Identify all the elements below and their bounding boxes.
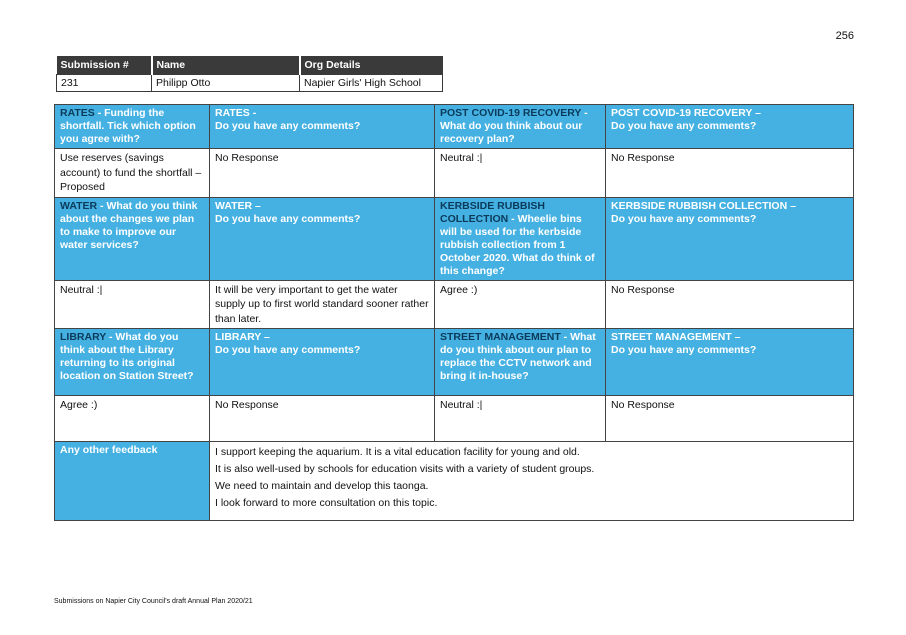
feedback-text: I support keeping the aquarium. It is a … bbox=[209, 441, 854, 521]
question-cell: LIBRARY –Do you have any comments? bbox=[209, 328, 435, 396]
submission-value-row: 231 Philipp Otto Napier Girls' High Scho… bbox=[56, 74, 443, 92]
question-cell: RATES -Do you have any comments? bbox=[209, 104, 435, 149]
answer-cell: It will be very important to get the wat… bbox=[209, 279, 435, 329]
topic-label: POST COVID-19 RECOVERY bbox=[440, 107, 582, 119]
topic-label: RATES bbox=[60, 107, 95, 119]
question-cell: LIBRARY - What do you think about the Li… bbox=[54, 328, 210, 396]
question-cell: POST COVID-19 RECOVERY –Do you have any … bbox=[605, 104, 854, 149]
question-cell: RATES - Funding the shortfall. Tick whic… bbox=[54, 104, 210, 149]
answer-cell: Neutral :| bbox=[54, 279, 210, 329]
topic-label: WATER bbox=[60, 199, 98, 212]
question-text: - Funding the shortfall. Tick which opti… bbox=[60, 107, 196, 145]
submission-header-row: Submission # Name Org Details bbox=[56, 56, 443, 75]
responses-table: RATES - Funding the shortfall. Tick whic… bbox=[54, 104, 854, 521]
question-row: RATES - Funding the shortfall. Tick whic… bbox=[54, 104, 854, 149]
answer-cell: Neutral :| bbox=[434, 395, 606, 442]
topic-label: KERBSIDE RUBBISH COLLECTION bbox=[440, 199, 546, 225]
question-text: - What do you think about our plan to re… bbox=[440, 331, 596, 382]
topic-label: LIBRARY bbox=[60, 331, 107, 343]
submission-table: Submission # Name Org Details 231 Philip… bbox=[56, 56, 443, 92]
question-text: - What do you think about the Library re… bbox=[60, 331, 194, 382]
question-text: Do you have any comments? bbox=[611, 120, 757, 132]
answer-cell: No Response bbox=[209, 148, 435, 198]
topic-title: RATES - bbox=[215, 107, 257, 119]
answer-cell: No Response bbox=[605, 148, 854, 198]
org-details: Napier Girls' High School bbox=[299, 74, 443, 92]
question-text: - What do you think about the changes we… bbox=[60, 199, 198, 251]
answer-cell: Agree :) bbox=[54, 395, 210, 442]
question-text: Do you have any comments? bbox=[611, 212, 757, 225]
feedback-line: We need to maintain and develop this tao… bbox=[215, 480, 429, 492]
answer-row: Use reserves (savings account) to fund t… bbox=[54, 148, 854, 198]
answer-row: Agree :) No Response Neutral :| No Respo… bbox=[54, 395, 854, 442]
answer-cell: Use reserves (savings account) to fund t… bbox=[54, 148, 210, 198]
header-name: Name bbox=[151, 56, 301, 75]
page-number: 256 bbox=[835, 30, 854, 42]
header-org-details: Org Details bbox=[299, 56, 443, 75]
question-text: Do you have any comments? bbox=[215, 344, 361, 356]
topic-title: STREET MANAGEMENT – bbox=[611, 331, 741, 343]
header-submission-number: Submission # bbox=[56, 56, 153, 75]
question-text: - What do you think about our recovery p… bbox=[440, 107, 588, 145]
topic-title: KERBSIDE RUBBISH COLLECTION – bbox=[611, 199, 796, 212]
feedback-line: I support keeping the aquarium. It is a … bbox=[215, 446, 580, 458]
topic-title: POST COVID-19 RECOVERY – bbox=[611, 107, 761, 119]
submission-number: 231 bbox=[56, 74, 152, 92]
question-text: - Wheelie bins will be used for the kerb… bbox=[440, 212, 595, 277]
feedback-row: Any other feedback I support keeping the… bbox=[54, 441, 854, 521]
question-cell: POST COVID-19 RECOVERY - What do you thi… bbox=[434, 104, 606, 149]
question-cell: KERBSIDE RUBBISH COLLECTION - Wheelie bi… bbox=[434, 196, 606, 281]
answer-cell: No Response bbox=[605, 279, 854, 329]
answer-row: Neutral :| It will be very important to … bbox=[54, 279, 854, 329]
feedback-line: I look forward to more consultation on t… bbox=[215, 497, 438, 509]
submitter-name: Philipp Otto bbox=[151, 74, 300, 92]
question-text: Do you have any comments? bbox=[215, 212, 361, 225]
page-footer: Submissions on Napier City Council's dra… bbox=[54, 598, 253, 605]
answer-cell: Neutral :| bbox=[434, 148, 606, 198]
question-row: WATER - What do you think about the chan… bbox=[54, 196, 854, 281]
question-text: Do you have any comments? bbox=[215, 120, 361, 132]
topic-title: LIBRARY – bbox=[215, 331, 270, 343]
answer-cell: Agree :) bbox=[434, 279, 606, 329]
feedback-line: It is also well-used by schools for educ… bbox=[215, 463, 595, 475]
question-cell: STREET MANAGEMENT - What do you think ab… bbox=[434, 328, 606, 396]
answer-cell: No Response bbox=[605, 395, 854, 442]
topic-title: WATER – bbox=[215, 199, 261, 212]
feedback-label: Any other feedback bbox=[54, 441, 210, 521]
answer-cell: No Response bbox=[209, 395, 435, 442]
question-cell: WATER –Do you have any comments? bbox=[209, 196, 435, 281]
question-cell: KERBSIDE RUBBISH COLLECTION –Do you have… bbox=[605, 196, 854, 281]
topic-label: STREET MANAGEMENT bbox=[440, 331, 561, 343]
question-cell: STREET MANAGEMENT –Do you have any comme… bbox=[605, 328, 854, 396]
question-cell: WATER - What do you think about the chan… bbox=[54, 196, 210, 281]
question-text: Do you have any comments? bbox=[611, 344, 757, 356]
question-row: LIBRARY - What do you think about the Li… bbox=[54, 328, 854, 396]
